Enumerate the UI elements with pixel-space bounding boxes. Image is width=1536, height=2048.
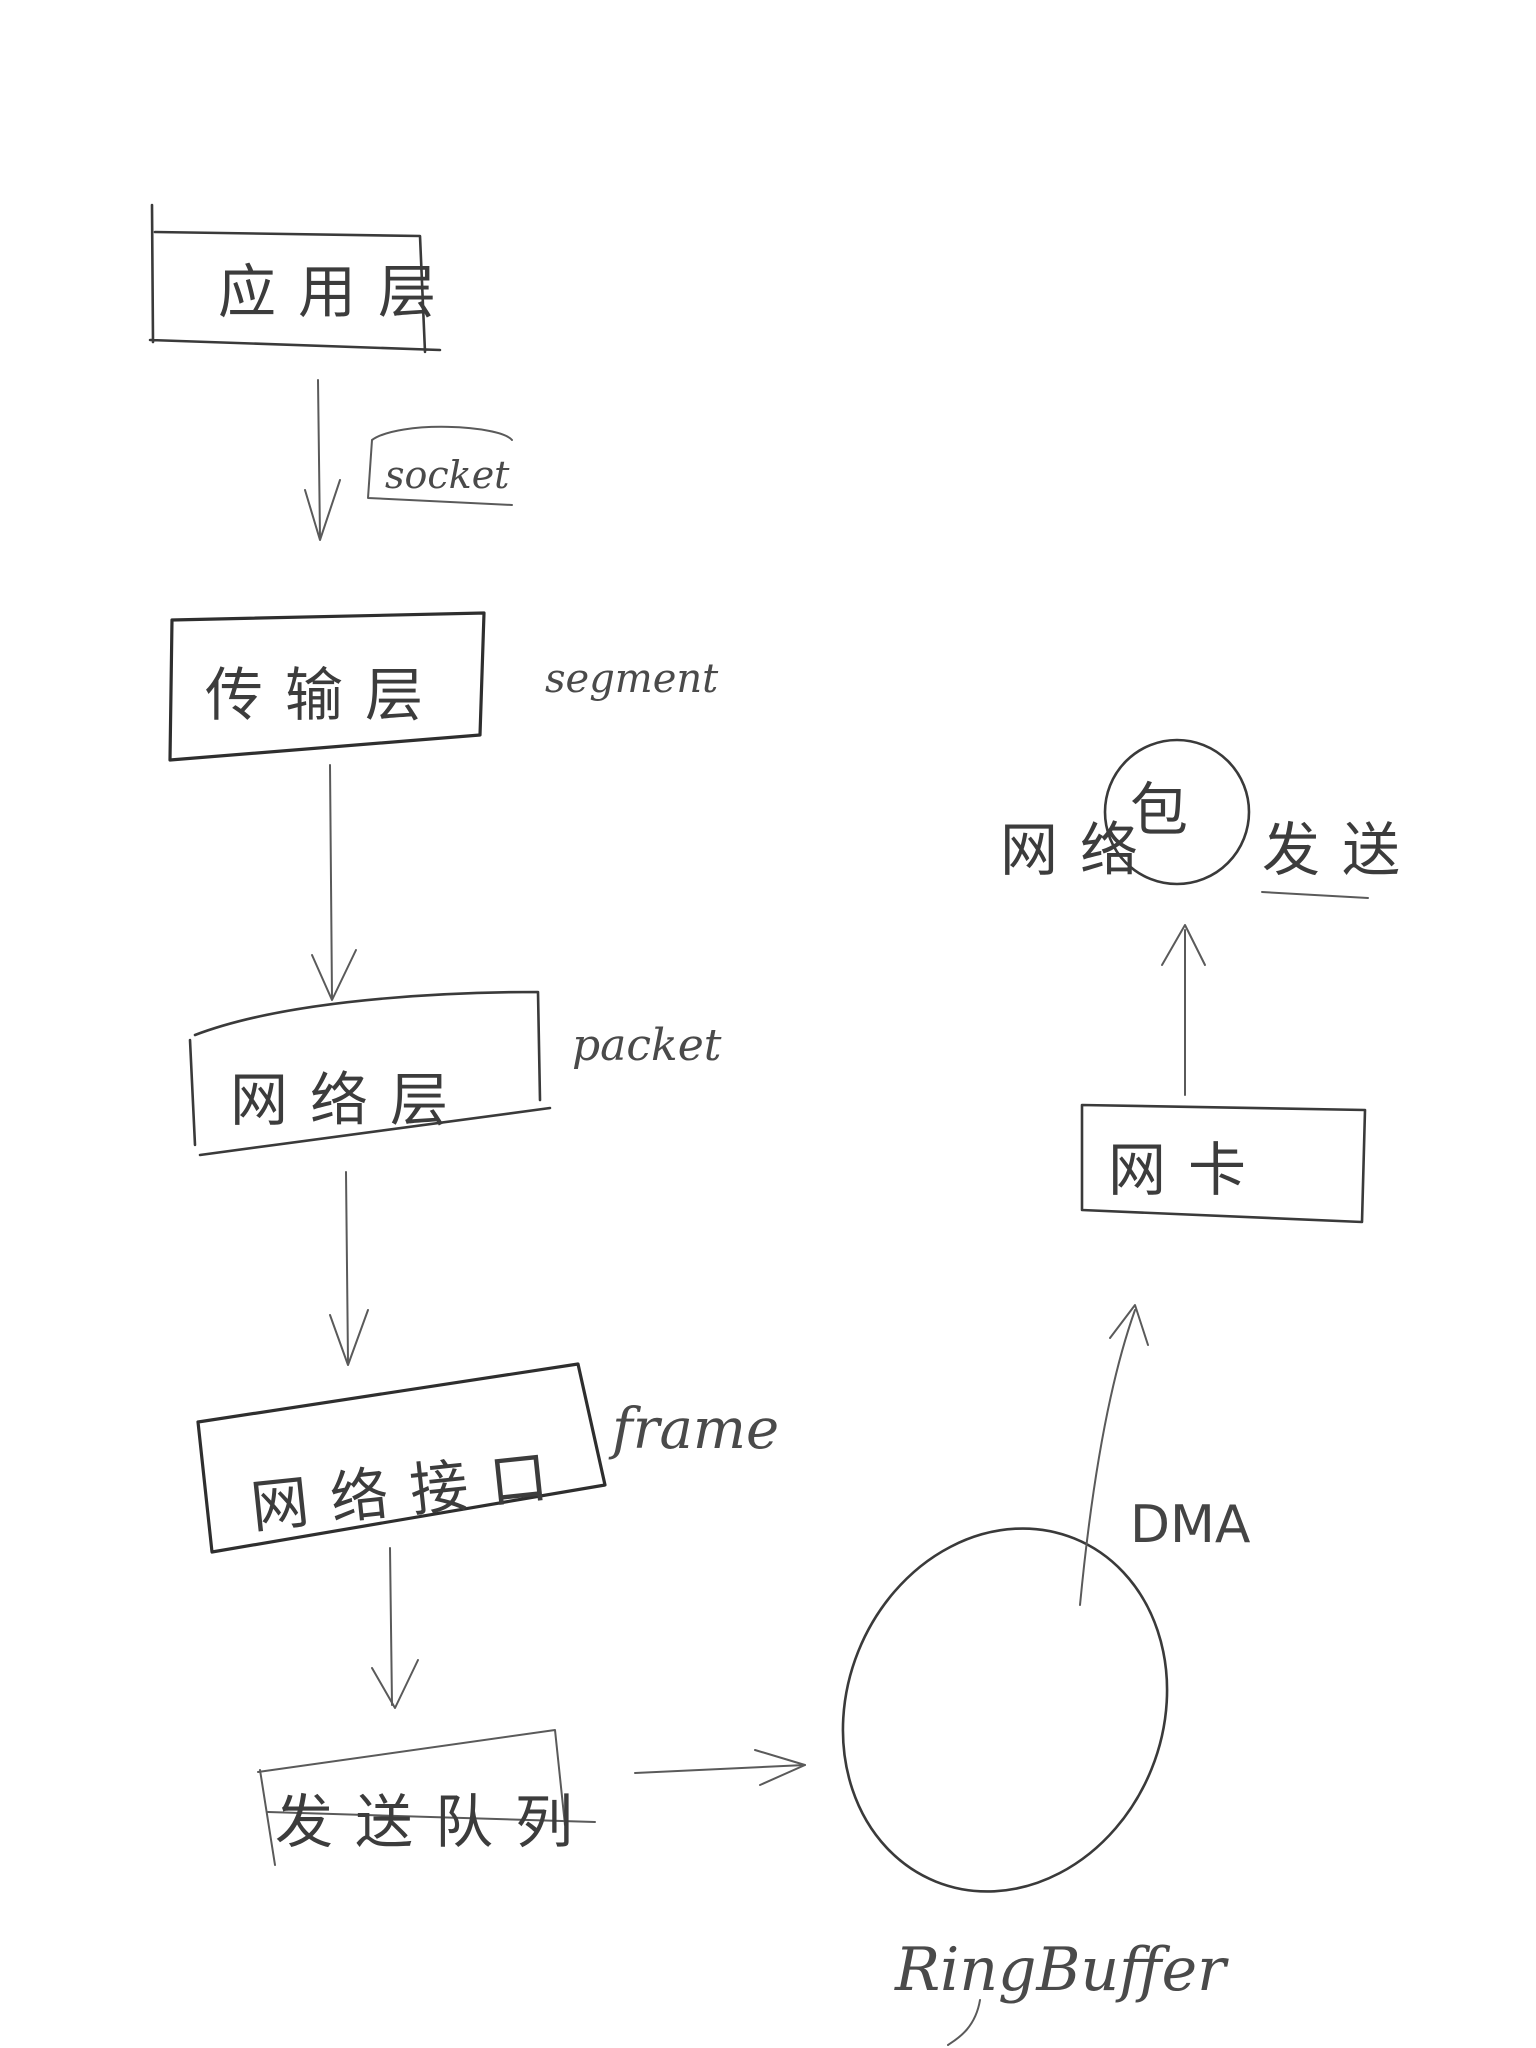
ring-buffer-label: RingBuffer [894,1935,1229,2005]
application-layer-label: 应用层 [218,258,458,326]
frame-label: frame [608,1397,779,1462]
network-box-outline [188,990,552,1157]
transport-layer-box: 传输层 [168,611,486,762]
packet-label: packet [572,1020,722,1071]
network-layer-label: 网络层 [230,1066,470,1134]
nic-label: 网卡 [1108,1136,1268,1204]
send-queue-box-outline [257,1729,596,1866]
transport-box-outline [168,611,486,762]
network-interface-label: 网络接口 [247,1440,572,1541]
transport-layer-label: 传输层 [205,661,445,729]
network-interface-box: 网络接口 [196,1362,607,1554]
socket-annotation: socket [367,425,513,506]
application-layer-box: 应用层 [148,203,458,354]
application-box-outline [148,203,442,354]
arrow-nic-to-packet [1161,924,1206,1096]
send-queue-label: 发送队列 [275,1788,595,1856]
send-word-label: 发送 [1262,816,1422,884]
network-layer-box: 网络层 [188,990,552,1157]
arrow-interface-to-queue [371,1547,419,1709]
segment-label: segment [545,656,719,702]
arrow-dma: DMA [1079,1304,1251,1606]
packet-node: 包 网络 发送 [1000,738,1422,899]
nic-box: 网卡 [1080,1103,1367,1224]
nic-box-outline [1080,1103,1367,1224]
arrow-network-to-interface [329,1171,369,1366]
ring-buffer: RingBuffer [841,1527,1229,2046]
ring-buffer-ellipse [841,1527,1169,1893]
packet-circle [1103,738,1251,886]
arrow-application-to-transport [304,379,341,541]
arrow-transport-to-network [311,764,357,1001]
send-queue-box: 发送队列 [257,1729,596,1866]
dma-label: DMA [1130,1495,1251,1555]
network-word-label: 网络 [1000,816,1160,884]
arrow-queue-to-ringbuffer [634,1749,806,1786]
interface-box-outline [196,1362,607,1554]
packet-node-label: 包 [1130,776,1210,844]
socket-label: socket [385,453,510,497]
